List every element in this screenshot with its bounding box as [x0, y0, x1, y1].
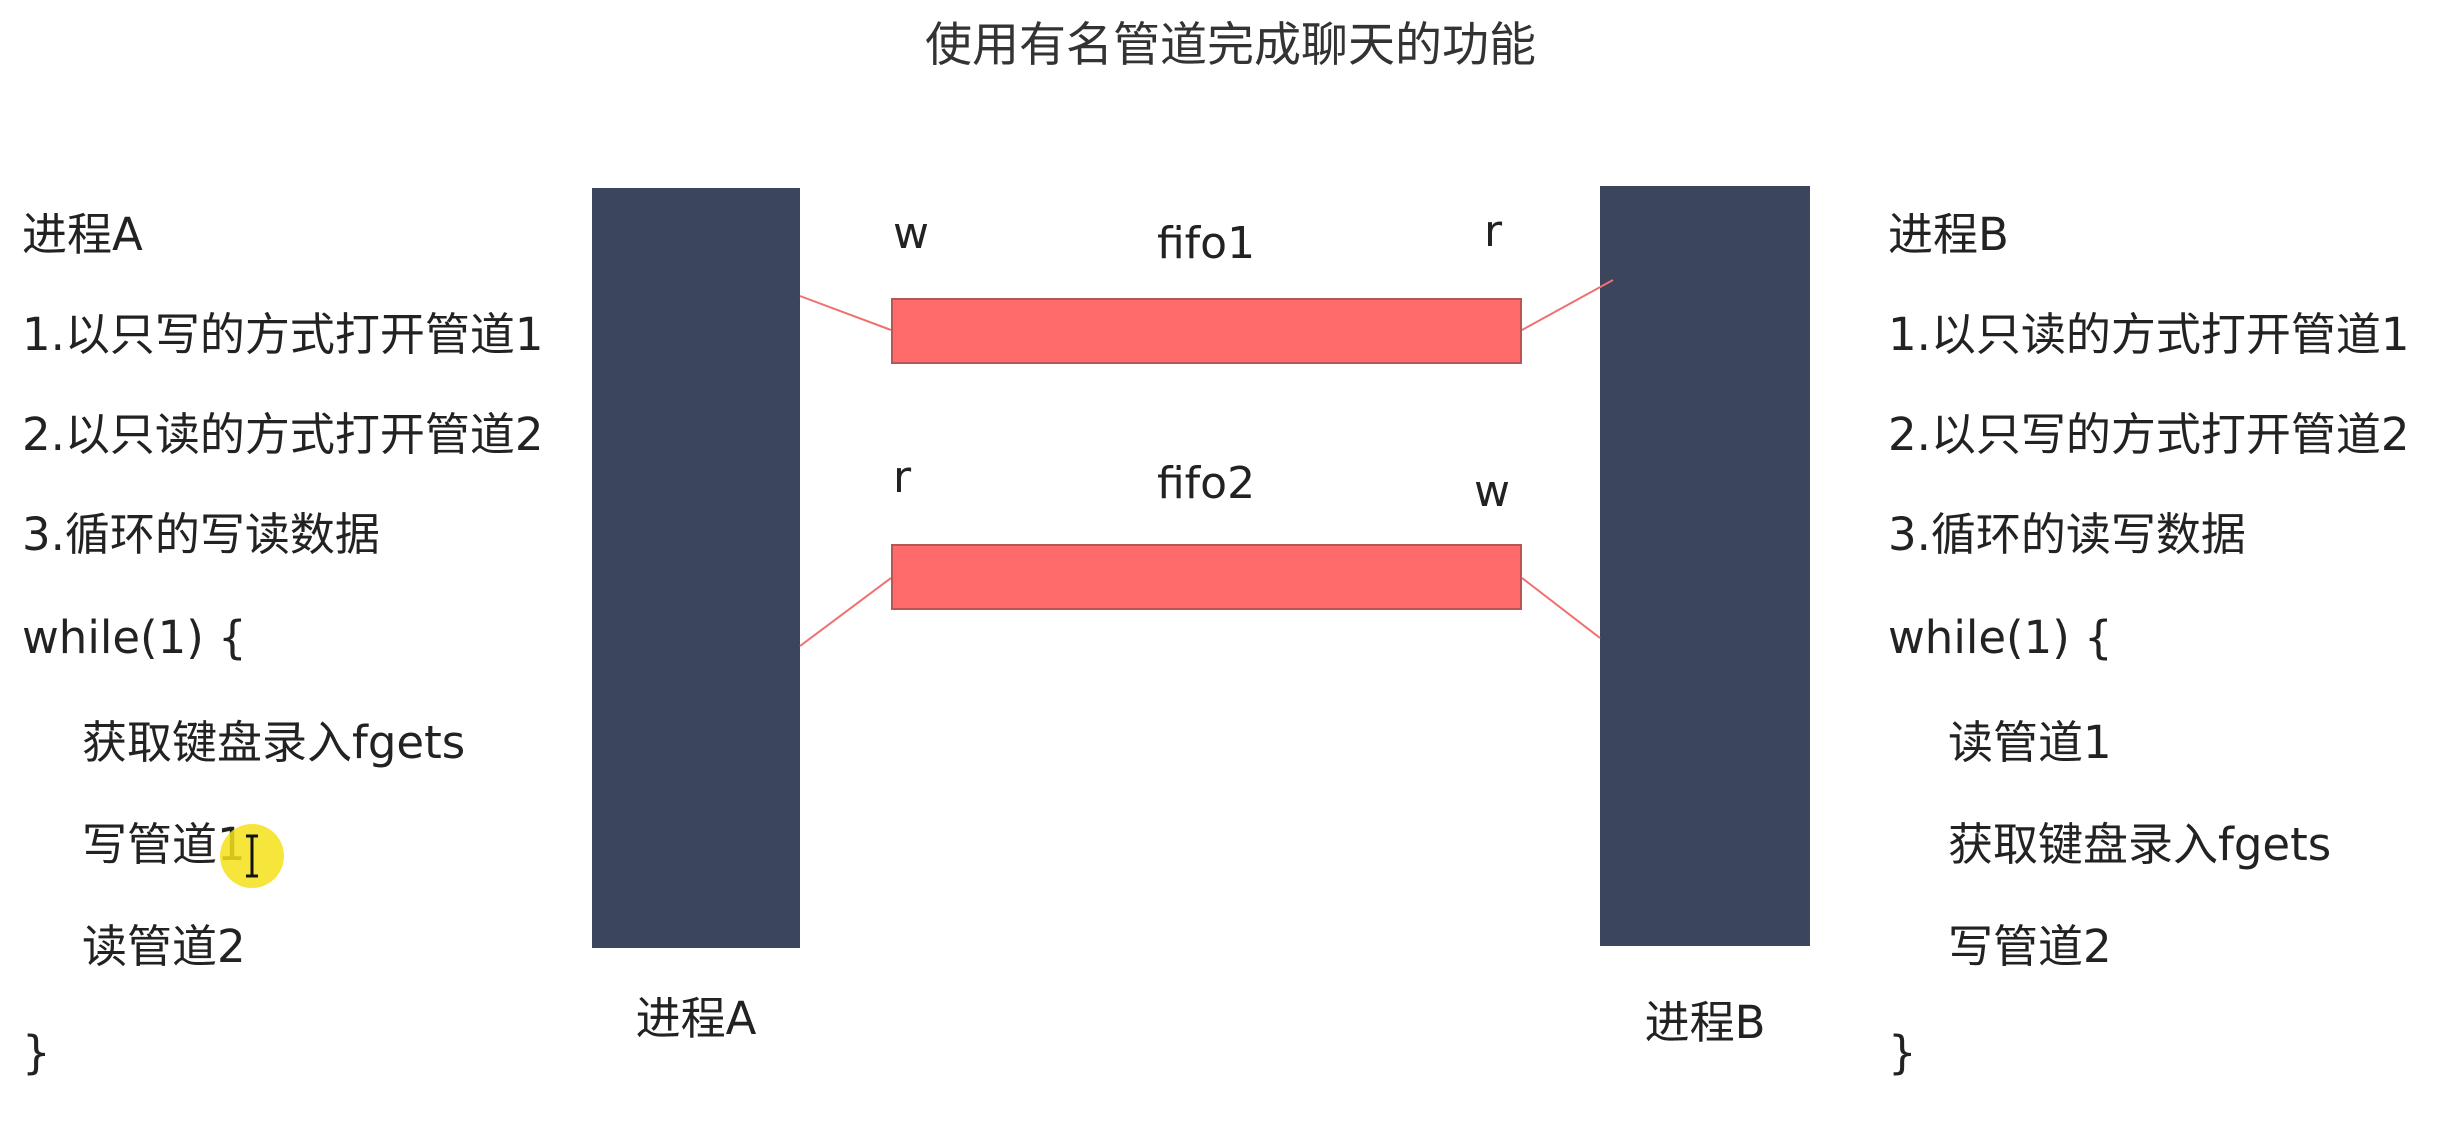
process-a-loop-close: }: [22, 1026, 51, 1079]
page-title: 使用有名管道完成聊天的功能: [925, 18, 1536, 73]
process-a-step-1: 1.以只写的方式打开管道1: [22, 308, 544, 361]
fifo1-label: fifo1: [1156, 218, 1256, 269]
connector-a-fifo2: [799, 577, 892, 647]
fifo2-left-end-label: r: [893, 452, 912, 503]
fifo1-right-end-label: r: [1484, 206, 1503, 257]
fifo2-pipe: [891, 544, 1522, 610]
fifo2-right-end-label: w: [1474, 466, 1510, 517]
connector-fifo1-b: [1521, 279, 1614, 331]
process-b-loop-line-2: 获取键盘录入fgets: [1948, 818, 2332, 871]
process-b-heading: 进程B: [1888, 208, 2009, 261]
process-b-loop-line-1: 读管道1: [1948, 716, 2112, 769]
process-b-step-3: 3.循环的读写数据: [1888, 508, 2246, 561]
process-a-bar: [592, 188, 800, 948]
process-a-label: 进程A: [635, 992, 757, 1045]
connector-fifo2-b: [1521, 577, 1601, 639]
process-a-loop-line-1: 获取键盘录入fgets: [82, 716, 466, 769]
process-a-step-3: 3.循环的写读数据: [22, 508, 380, 561]
process-b-loop-close: }: [1888, 1026, 1917, 1079]
process-b-bar: [1600, 186, 1810, 946]
process-b-loop-line-3: 写管道2: [1948, 920, 2112, 973]
process-a-step-2: 2.以只读的方式打开管道2: [22, 408, 544, 461]
process-a-loop-open: while(1) {: [22, 611, 247, 664]
process-b-step-1: 1.以只读的方式打开管道1: [1888, 308, 2410, 361]
fifo1-left-end-label: w: [893, 208, 929, 259]
process-b-label: 进程B: [1644, 996, 1766, 1049]
connector-a-fifo1: [799, 295, 892, 331]
text-cursor-icon: [220, 824, 284, 888]
process-b-loop-open: while(1) {: [1888, 611, 2113, 664]
fifo2-label: fifo2: [1156, 458, 1256, 509]
process-a-loop-line-3: 读管道2: [82, 920, 246, 973]
fifo1-pipe: [891, 298, 1522, 364]
process-a-heading: 进程A: [22, 208, 143, 261]
process-a-loop-line-2: 写管道1: [82, 818, 246, 871]
process-b-step-2: 2.以只写的方式打开管道2: [1888, 408, 2410, 461]
